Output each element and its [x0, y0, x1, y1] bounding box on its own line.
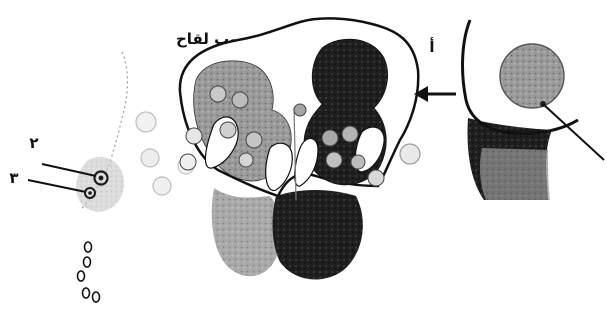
sac-grain	[220, 122, 236, 138]
label-num-3: ٣	[9, 169, 18, 187]
small-cells-column	[78, 242, 100, 302]
germinated-pollen-grain	[76, 157, 124, 212]
sac-grain	[210, 86, 226, 102]
lower-tissue-right	[273, 190, 363, 279]
sac-grain	[246, 132, 262, 148]
sac-grain	[368, 170, 384, 186]
stomium-center	[266, 143, 293, 190]
small-cell	[83, 288, 90, 298]
microspore-cell	[500, 44, 564, 108]
sac-grain	[294, 104, 306, 116]
sac-grain	[351, 155, 365, 169]
pollen-grain	[136, 112, 156, 132]
sac-grain	[322, 130, 338, 146]
small-cell	[93, 292, 100, 302]
small-cell	[85, 242, 92, 252]
right-tissue-grey	[480, 148, 550, 200]
label-num-2: ٢	[29, 134, 38, 152]
sac-grain	[326, 152, 342, 168]
sac-grain	[186, 128, 202, 144]
small-cell	[84, 257, 91, 267]
sac-grain	[180, 154, 196, 170]
pollen-release-zone	[28, 52, 194, 302]
generative-nucleus-core	[88, 191, 92, 195]
sac-grain	[232, 92, 248, 108]
sac-grain	[239, 153, 253, 167]
tube-nucleus-core	[99, 176, 104, 181]
pollen-grain	[153, 177, 171, 195]
lower-tissue-left	[212, 188, 281, 276]
sac-grain	[342, 126, 358, 142]
arrow-left	[414, 86, 456, 102]
anther-cross-section	[180, 18, 420, 279]
pollen-grain	[141, 149, 159, 167]
right-panel	[463, 20, 604, 200]
free-pollen-grain	[400, 144, 420, 164]
label-alef: أ	[429, 37, 434, 56]
small-cell	[78, 271, 85, 281]
leader-line-right	[543, 104, 604, 160]
